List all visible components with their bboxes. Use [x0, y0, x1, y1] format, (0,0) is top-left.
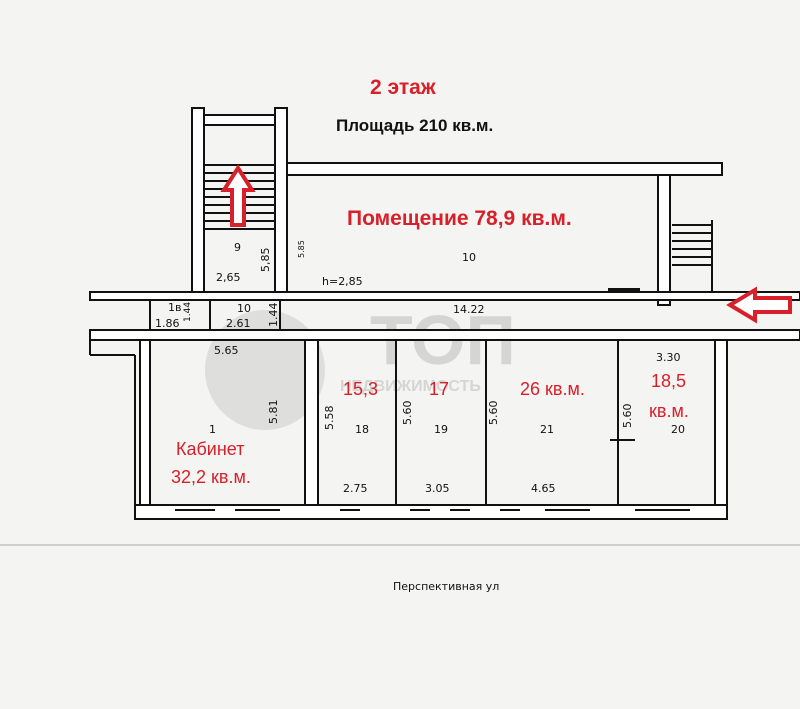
room-20-label-line2: кв.м.	[649, 401, 689, 421]
room-19-label: 17	[429, 379, 450, 399]
room-18-number: 18	[355, 423, 369, 436]
room-1-depth: 5.81	[267, 399, 280, 425]
watermark-sub: НЕДВИЖИМОСТЬ	[340, 378, 481, 395]
left-arrow-icon	[726, 286, 792, 324]
room-10-small-number: 10	[237, 302, 251, 315]
main-room-height: h=2,85	[322, 275, 363, 288]
stair-width: 2,65	[216, 271, 241, 284]
total-area: Площадь 210 кв.м.	[336, 116, 494, 135]
main-room-label: Помещение 78,9 кв.м.	[347, 207, 572, 230]
room-1-number: 1	[209, 423, 216, 436]
street-name: Перспективная ул	[393, 580, 500, 593]
room-18-width: 2.75	[343, 482, 368, 495]
floor-title: 2 этаж	[370, 76, 436, 99]
room-1-label-line1: Кабинет	[176, 439, 245, 459]
room-1v-depth: 1.44	[183, 301, 193, 322]
room-18-label: 15,3	[343, 379, 379, 399]
room-1v-number: 1в	[168, 301, 182, 314]
room-19-number: 19	[434, 423, 448, 436]
stair-side: 5.85	[297, 240, 306, 258]
room-20-width: 3.30	[656, 351, 681, 364]
stair-number: 9	[234, 241, 241, 254]
room-1-width: 5.65	[214, 344, 239, 357]
room-20-depth: 5.60	[621, 403, 634, 429]
room-20-number: 20	[671, 423, 685, 436]
room-1v-width: 1.86	[155, 317, 180, 330]
room-1-label-line2: 32,2 кв.м.	[171, 467, 251, 487]
room-18-depth: 5.58	[323, 405, 336, 431]
room-19-width: 3.05	[425, 482, 450, 495]
main-room-number: 10	[462, 251, 476, 264]
room-19-depth: 5.60	[401, 400, 414, 426]
main-room-length: 14.22	[453, 303, 485, 316]
room-21-number: 21	[540, 423, 554, 436]
room-21-width: 4.65	[531, 482, 556, 495]
stair-depth: 5,85	[259, 247, 272, 273]
room-21-label: 26 кв.м.	[520, 379, 585, 399]
room-21-depth: 5.60	[487, 400, 500, 426]
room-10-small-width: 2.61	[226, 317, 251, 330]
room-10-small-depth: 1.44	[267, 302, 280, 328]
room-20-label-line1: 18,5	[651, 371, 687, 391]
up-arrow-icon	[220, 164, 256, 227]
